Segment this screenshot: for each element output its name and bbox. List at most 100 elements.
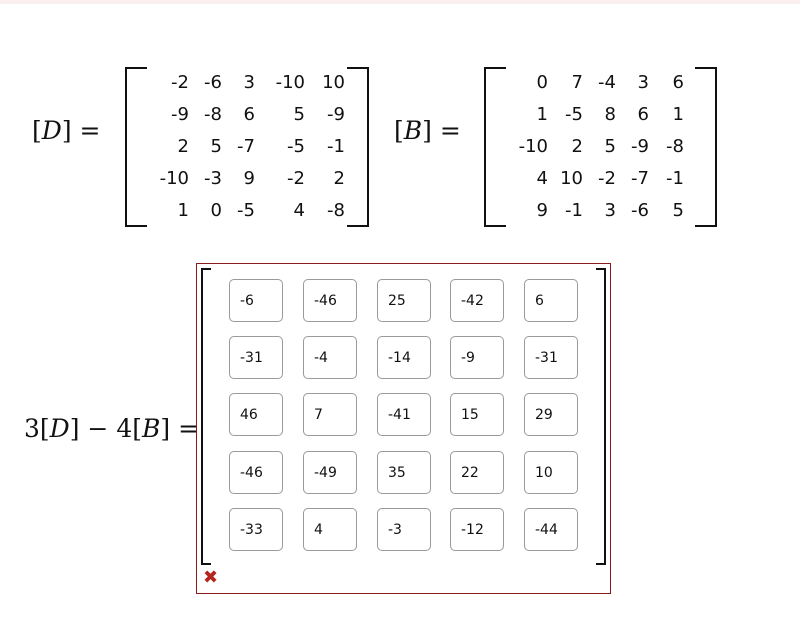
answer-cell-input[interactable] [450, 393, 504, 436]
answer-cell-input[interactable] [303, 279, 357, 322]
answer-cell-input[interactable] [450, 508, 504, 551]
coef-2: 4 [116, 414, 133, 443]
bracket-right [347, 67, 369, 227]
answer-cell-input[interactable] [229, 336, 283, 379]
matrix-cell: 4 [293, 200, 305, 221]
matrix-cell: 2 [177, 136, 189, 157]
matrix-cell: -9 [631, 136, 649, 157]
matrix-cell: 1 [672, 104, 684, 125]
coef-1: 3 [24, 414, 40, 443]
answer-cell-input[interactable] [450, 336, 504, 379]
matrix-cell: 8 [604, 104, 616, 125]
answer-cell-input[interactable] [524, 279, 578, 322]
matrix-cell: 1 [536, 104, 548, 125]
answer-cell-input[interactable] [450, 451, 504, 494]
label-D: [D] = [32, 116, 101, 145]
answer-cell-input[interactable] [303, 336, 357, 379]
matrix-cell: 7 [571, 72, 583, 93]
matrix-cell: 2 [333, 168, 345, 189]
matrix-cell: -6 [204, 72, 222, 93]
matrix-cell: -2 [287, 168, 305, 189]
matrix-cell: 5 [604, 136, 616, 157]
matrix-row: -9 -8 6 5 -9 [137, 99, 345, 131]
label-B: [B] = [394, 116, 461, 145]
answer-cell-input[interactable] [303, 393, 357, 436]
answer-cell-input[interactable] [229, 393, 283, 436]
answer-cell-input[interactable] [303, 508, 357, 551]
matrix-cell: 10 [322, 72, 345, 93]
matrix-cell: 1 [177, 200, 189, 221]
matrix-cell: 5 [210, 136, 222, 157]
matrix-cell: 0 [210, 200, 222, 221]
matrix-cell: -10 [518, 136, 548, 157]
answer-cell-input[interactable] [377, 451, 431, 494]
matrix-cell: 9 [536, 200, 548, 221]
matrix-cell: -4 [598, 72, 616, 93]
bracket-right [695, 67, 717, 227]
equals-sign: = [439, 116, 461, 145]
matrix-cell: -8 [204, 104, 222, 125]
answer-matrix-box [196, 263, 611, 594]
matrix-cell: 0 [536, 72, 548, 93]
answer-cell-input[interactable] [524, 451, 578, 494]
matrix-cell: -1 [327, 136, 345, 157]
matrix-cell: -5 [565, 104, 583, 125]
matrix-cell: -5 [237, 200, 255, 221]
matrix-cell: -2 [171, 72, 189, 93]
matrix-cell: -8 [327, 200, 345, 221]
matrix-cell: 2 [571, 136, 583, 157]
var-2: B [142, 414, 161, 443]
answer-cell-input[interactable] [524, 508, 578, 551]
answer-cell-input[interactable] [377, 279, 431, 322]
equals-sign: = [79, 116, 101, 145]
answer-cell-input[interactable] [377, 393, 431, 436]
answer-cell-input[interactable] [377, 508, 431, 551]
x-mark-icon: ✖ [203, 567, 219, 588]
answer-cell-input[interactable] [450, 279, 504, 322]
answer-cell-input[interactable] [229, 451, 283, 494]
matrix-cell: 3 [243, 72, 255, 93]
answer-cell-input[interactable] [524, 336, 578, 379]
matrix-cell: 4 [536, 168, 548, 189]
bracket-left [484, 67, 506, 227]
matrix-cell: 5 [672, 200, 684, 221]
matrix-cell: -7 [237, 136, 255, 157]
answer-cell-input[interactable] [524, 393, 578, 436]
var-1: D [49, 414, 70, 443]
answer-cell-input[interactable] [229, 279, 283, 322]
matrix-cell: 6 [243, 104, 255, 125]
matrix-cell: -7 [631, 168, 649, 189]
bracket-left [125, 67, 147, 227]
matrix-cell: -9 [171, 104, 189, 125]
answer-cell-input[interactable] [303, 451, 357, 494]
minus-sign: − [87, 414, 109, 443]
answer-cell-input[interactable] [377, 336, 431, 379]
matrix-cell: -1 [565, 200, 583, 221]
matrix-cell: -5 [287, 136, 305, 157]
matrix-cell: -3 [204, 168, 222, 189]
expression-label: 3[D] − 4[B] = [24, 414, 200, 443]
matrix-cell: -2 [598, 168, 616, 189]
matrix-cell: -10 [159, 168, 189, 189]
answer-cell-input[interactable] [229, 508, 283, 551]
matrix-cell: 5 [293, 104, 305, 125]
label-B-var: B [403, 116, 423, 145]
matrix-cell: 10 [560, 168, 583, 189]
matrix-cell: -6 [631, 200, 649, 221]
matrix-cell: 6 [672, 72, 684, 93]
matrix-cell: -9 [327, 104, 345, 125]
bracket-right [596, 268, 606, 565]
